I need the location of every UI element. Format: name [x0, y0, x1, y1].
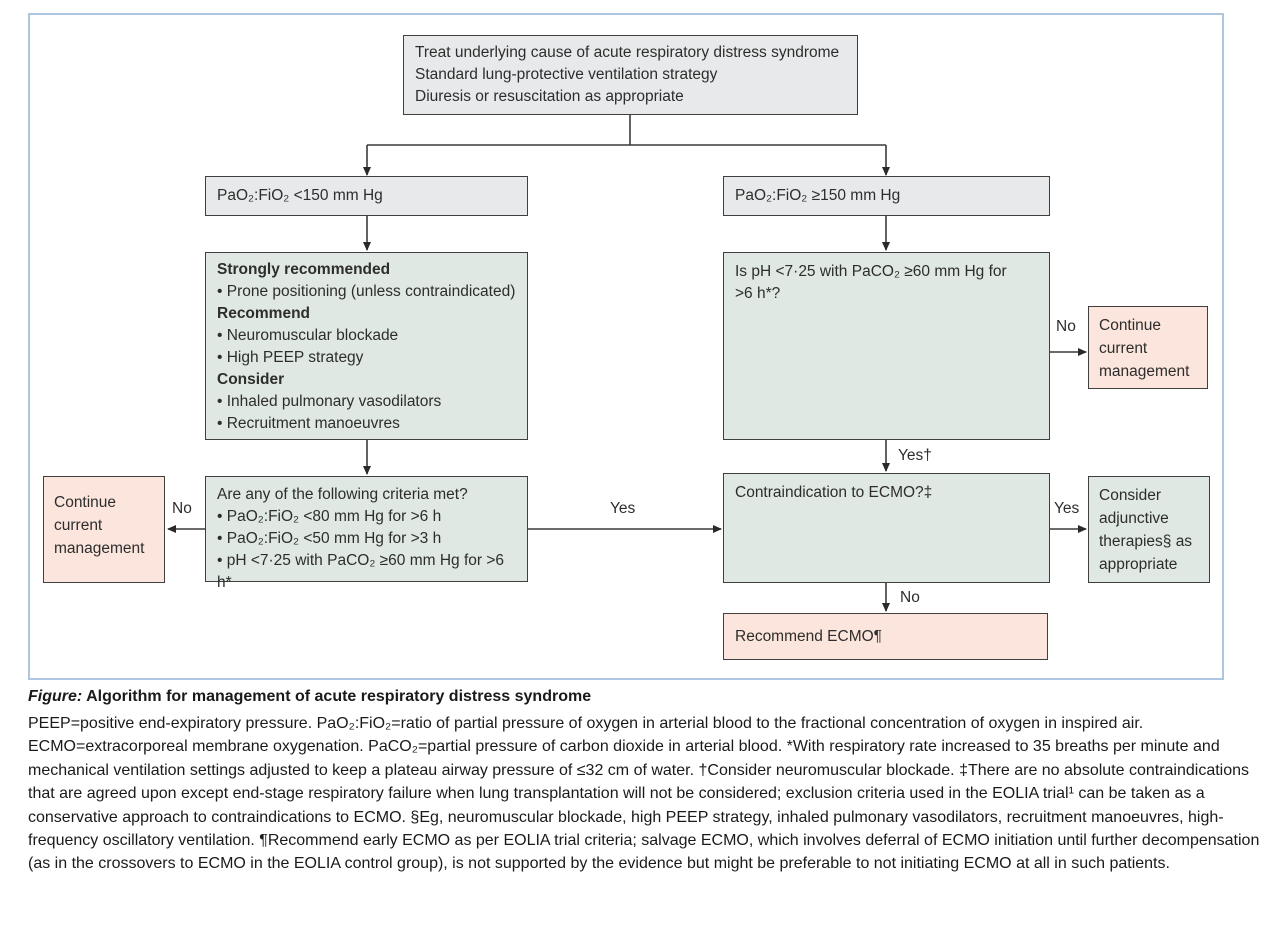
recommendation-header: Consider	[217, 371, 285, 388]
ph-question-box: Is pH <7·25 with PaCO₂ ≥60 mm Hg for >6 …	[723, 252, 1050, 440]
edge-label-yes-right: Yes	[1054, 500, 1080, 517]
recommendation-header: Strongly recommended	[217, 261, 391, 278]
recommend-ecmo-box: Recommend ECMO¶	[723, 613, 1048, 660]
top-instruction-line: Standard lung-protective ventilation str…	[415, 66, 718, 83]
top-instructions-box: Treat underlying cause of acute respirat…	[403, 35, 858, 115]
recommendation-item: • Prone positioning (unless contraindica…	[217, 283, 516, 300]
recommendation-item: • Inhaled pulmonary vasodilators	[217, 393, 442, 410]
criteria-box: Are any of the following criteria met? •…	[205, 476, 528, 591]
pf-low-text: PaO₂:FiO₂ <150 mm Hg	[217, 187, 383, 204]
top-instruction-line: Treat underlying cause of acute respirat…	[415, 44, 840, 61]
continue-management-left-box: Continue current management	[43, 476, 165, 583]
adjunctive-therapies-box: Consider adjunctive therapies§ as approp…	[1088, 476, 1210, 583]
continue-management-right-text: Continue current management	[1099, 317, 1190, 380]
ph-question-text: Is pH <7·25 with PaCO₂ ≥60 mm Hg for >6 …	[735, 263, 1007, 302]
edge-label-yes-dagger: Yes†	[898, 447, 932, 464]
edge-label-no-left: No	[172, 500, 192, 517]
caption-figure-label: Figure:	[28, 688, 83, 705]
caption-body: PEEP=positive end-expiratory pressure. P…	[28, 715, 1260, 873]
recommendation-item: • High PEEP strategy	[217, 349, 364, 366]
figure-caption: Figure: Algorithm for management of acut…	[28, 686, 1260, 876]
pf-low-box: PaO₂:FiO₂ <150 mm Hg	[205, 176, 528, 216]
criteria-item: • PaO₂:FiO₂ <80 mm Hg for >6 h	[217, 508, 442, 525]
pf-high-text: PaO₂:FiO₂ ≥150 mm Hg	[735, 187, 901, 204]
recommendation-item: • Recruitment manoeuvres	[217, 415, 400, 432]
ecmo-contraindication-text: Contraindication to ECMO?‡	[735, 484, 933, 501]
recommendation-item: • Neuromuscular blockade	[217, 327, 399, 344]
criteria-question: Are any of the following criteria met?	[217, 486, 468, 503]
caption-title: Figure: Algorithm for management of acut…	[28, 686, 1260, 708]
criteria-item: • PaO₂:FiO₂ <50 mm Hg for >3 h	[217, 530, 442, 547]
recommendations-box: Strongly recommended • Prone positioning…	[205, 252, 528, 440]
criteria-item: • pH <7·25 with PaCO₂ ≥60 mm Hg for >6 h…	[217, 552, 505, 591]
continue-management-right-box: Continue current management	[1088, 306, 1208, 389]
edge-label-yes-middle: Yes	[610, 500, 636, 517]
edge-label-no-right-top: No	[1056, 318, 1076, 335]
continue-management-left-text: Continue current management	[54, 494, 145, 557]
caption-title-text: Algorithm for management of acute respir…	[82, 688, 592, 705]
ecmo-contraindication-box: Contraindication to ECMO?‡	[723, 473, 1050, 583]
pf-high-box: PaO₂:FiO₂ ≥150 mm Hg	[723, 176, 1050, 216]
recommendation-header: Recommend	[217, 305, 311, 322]
edge-label-no-bottom: No	[900, 589, 920, 606]
recommend-ecmo-text: Recommend ECMO¶	[735, 627, 883, 645]
adjunctive-therapies-text: Consider adjunctive therapies§ as approp…	[1099, 487, 1193, 573]
top-instruction-line: Diuresis or resuscitation as appropriate	[415, 88, 684, 105]
